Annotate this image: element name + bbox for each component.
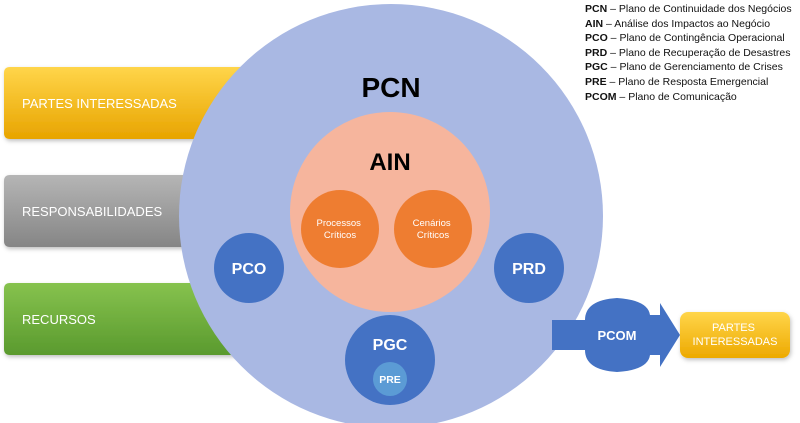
pcom-arrow: PCOM <box>552 298 680 372</box>
legend-item-pcn: PCN – Plano de Continuidade dos Negócios <box>585 3 792 15</box>
cenarios-line-2: Críticos <box>417 230 449 241</box>
pgc-circle <box>345 315 435 405</box>
left-bar-label: RESPONSABILIDADES <box>22 204 162 219</box>
prd-circle <box>494 233 564 303</box>
legend-text: Plano de Continuidade dos Negócios <box>618 3 792 15</box>
output-line-2: INTERESSADAS <box>693 336 778 348</box>
pgc-label: PGC <box>373 337 408 354</box>
pre-circle <box>373 362 407 396</box>
legend-item-pcom: PCOM – Plano de Comunicação <box>585 90 737 103</box>
processos-line-1: Processos <box>317 218 362 229</box>
legend-item-ain: AIN – Análise dos Impactos ao Negócio <box>585 17 771 30</box>
legend-text: Plano de Resposta Emergencial <box>618 75 769 88</box>
legend-abbr: PRE <box>585 75 607 88</box>
left-bar-label: RECURSOS <box>22 312 96 327</box>
pcom-label: PCOM <box>598 328 637 343</box>
prd-label: PRD <box>512 261 546 278</box>
legend-abbr: PCO <box>585 32 608 45</box>
output-line-1: PARTES <box>712 322 755 334</box>
legend-abbr: AIN <box>585 17 604 30</box>
legend-item-pgc: PGC – Plano de Gerenciamento de Crises <box>585 61 783 74</box>
legend-text: Plano de Comunicação <box>628 90 737 103</box>
ain-label: AIN <box>369 149 410 176</box>
left-bar-label: PARTES INTERESSADAS <box>22 96 177 111</box>
processos-line-2: Críticos <box>324 230 356 241</box>
pco-circle <box>214 233 284 303</box>
legend-item-prd: PRD – Plano de Recuperação de Desastres <box>585 46 791 59</box>
pcn-label: PCN <box>361 72 420 103</box>
legend-text: Análise dos Impactos ao Negócio <box>614 17 771 30</box>
legend-text: Plano de Gerenciamento de Crises <box>619 61 783 74</box>
pco-label: PCO <box>232 261 267 278</box>
yellow-bar-shape <box>4 67 262 139</box>
legend-text: Plano de Contingência Operacional <box>619 32 785 45</box>
cenarios-criticos-label: Cenários Críticos <box>413 218 454 241</box>
pre-label: PRE <box>379 374 401 386</box>
legend: PCN – Plano de Continuidade dos Negócios… <box>585 2 792 104</box>
legend-abbr: PRD <box>585 46 608 59</box>
output-box-shape <box>680 312 790 358</box>
processos-criticos-circle <box>301 190 379 268</box>
legend-item-pco: PCO – Plano de Contingência Operacional <box>585 32 785 45</box>
cenarios-criticos-circle <box>394 190 472 268</box>
pcom-circle <box>583 301 651 369</box>
legend-text: Plano de Recuperação de Desastres <box>618 46 791 59</box>
processos-criticos-label: Processos Críticos <box>317 218 364 241</box>
cenarios-line-1: Cenários <box>413 218 451 229</box>
legend-item-pre: PRE – Plano de Resposta Emergencial <box>585 75 769 88</box>
legend-abbr: PGC <box>585 61 608 74</box>
output-partes-interessadas: PARTES INTERESSADAS <box>680 312 790 358</box>
legend-abbr: PCN <box>585 3 608 15</box>
output-box-label: PARTES INTERESSADAS <box>693 322 778 348</box>
legend-abbr: PCOM <box>585 90 617 103</box>
left-bar-partes-interessadas: PARTES INTERESSADAS <box>4 67 262 139</box>
